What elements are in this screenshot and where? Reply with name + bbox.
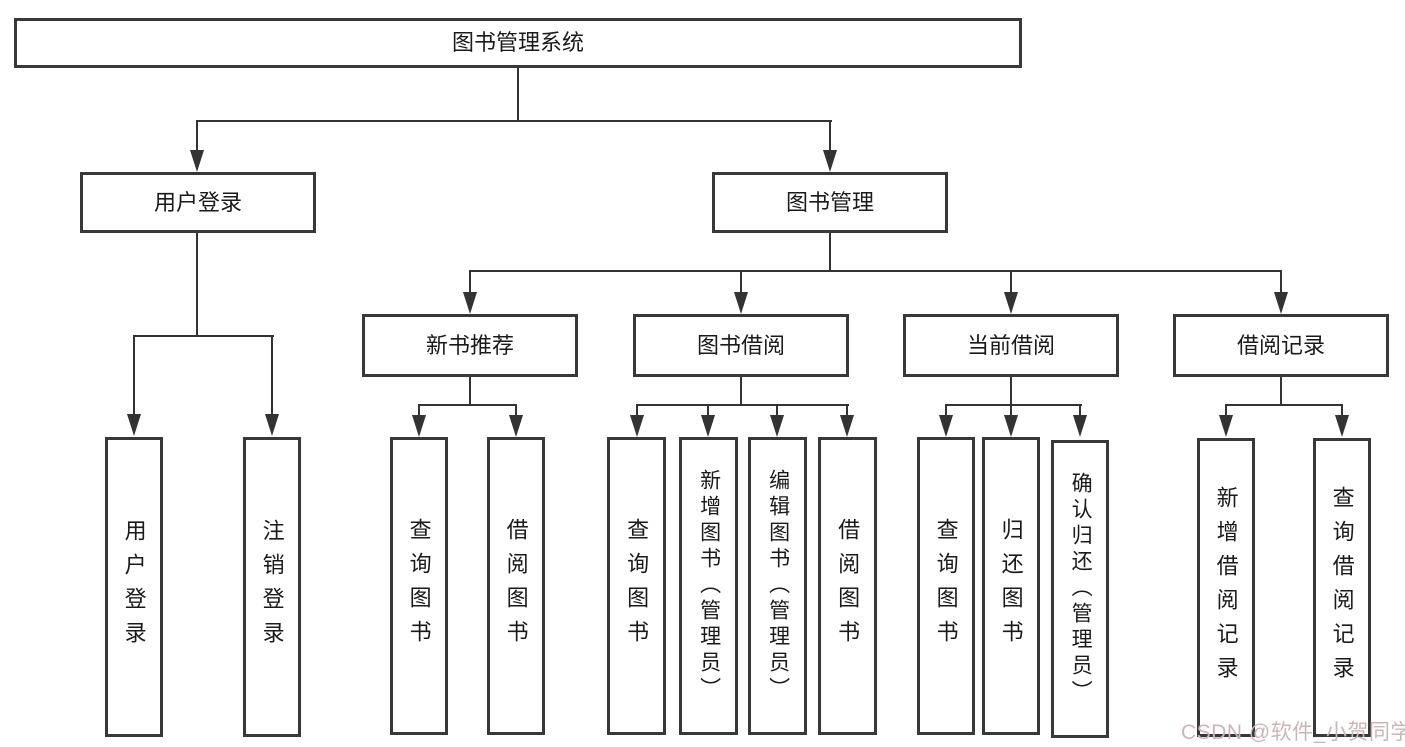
- arrow-down-icon: [734, 292, 748, 314]
- arrow-down-icon: [265, 414, 279, 436]
- leaf-add-borrow-record: 新增借阅记录: [1197, 438, 1255, 737]
- connector-stem: [846, 406, 848, 416]
- leaf-query-borrow-record-label: 查询借阅记录: [1329, 485, 1355, 690]
- node-borrow-records-label: 借阅记录: [1236, 332, 1325, 358]
- leaf-add-books-admin: 新增图书（管理员）: [679, 437, 738, 735]
- connector-user-login-hline: [133, 335, 274, 337]
- connector-group2-hline: [636, 404, 849, 406]
- leaf-borrow-books-2: 借阅图书: [818, 437, 877, 735]
- connector-group3-hline: [945, 404, 1082, 406]
- leaf-add-books-admin-label: 新增图书（管理员）: [697, 469, 721, 703]
- leaf-edit-books-admin-label: 编辑图书（管理员）: [766, 469, 790, 703]
- connector-book-mgmt-stub: [829, 233, 831, 270]
- arrow-down-icon: [630, 415, 644, 437]
- leaf-edit-books-admin: 编辑图书（管理员）: [748, 437, 807, 735]
- arrow-down-icon: [127, 414, 141, 436]
- arrow-down-icon: [840, 415, 854, 437]
- leaf-borrow-books-1: 借阅图书: [487, 437, 545, 735]
- connector-stem: [1079, 406, 1081, 416]
- arrow-down-icon: [770, 415, 784, 437]
- leaf-query-books-3: 查询图书: [917, 437, 975, 735]
- leaf-return-books: 归还图书: [982, 437, 1040, 735]
- leaf-query-books-1-label: 查询图书: [406, 518, 432, 654]
- connector-group1-hline: [418, 404, 517, 406]
- leaf-user-login-label: 用户登录: [121, 519, 147, 655]
- leaf-query-books-2-label: 查询图书: [624, 518, 650, 654]
- leaf-borrow-books-1-label: 借阅图书: [503, 518, 529, 654]
- node-new-book-recommend-label: 新书推荐: [425, 332, 514, 358]
- arrow-down-icon: [1004, 292, 1018, 314]
- connector-stem: [945, 406, 947, 416]
- connector-group2-stub: [740, 377, 742, 405]
- node-current-borrow: 当前借阅: [903, 314, 1119, 377]
- leaf-query-books-3-label: 查询图书: [933, 518, 959, 654]
- connector-stem: [776, 406, 778, 416]
- connector-group4-hline: [1225, 404, 1343, 406]
- connector-stem: [418, 406, 420, 416]
- arrow-down-icon: [1274, 292, 1288, 314]
- leaf-logout: 注销登录: [243, 437, 301, 737]
- arrow-down-icon: [823, 150, 837, 172]
- leaf-return-books-label: 归还图书: [998, 518, 1024, 654]
- node-book-borrow-label: 图书借阅: [696, 332, 785, 358]
- arrow-down-icon: [412, 415, 426, 437]
- connector-stem: [133, 337, 135, 414]
- node-user-login-label: 用户登录: [153, 189, 242, 215]
- connector-stem: [740, 272, 742, 292]
- connector-stem: [1010, 406, 1012, 416]
- connector-group1-stub: [469, 377, 471, 405]
- connector-stem: [829, 122, 831, 152]
- leaf-borrow-books-2-label: 借阅图书: [835, 518, 861, 654]
- arrow-down-icon: [1004, 415, 1018, 437]
- arrow-down-icon: [1073, 415, 1087, 437]
- node-root: 图书管理系统: [14, 18, 1022, 68]
- leaf-add-borrow-record-label: 新增借阅记录: [1213, 485, 1239, 690]
- arrow-down-icon: [509, 415, 523, 437]
- arrow-down-icon: [1219, 415, 1233, 437]
- connector-stem: [196, 122, 198, 152]
- csdn-watermark: CSDN @软件_小贺同学: [1181, 721, 1405, 744]
- node-current-borrow-label: 当前借阅: [966, 332, 1055, 358]
- leaf-query-books-1: 查询图书: [390, 437, 448, 735]
- connector-stem: [271, 337, 273, 414]
- leaf-query-borrow-record: 查询借阅记录: [1313, 438, 1371, 737]
- connector-stem: [1341, 406, 1343, 416]
- leaf-confirm-return-admin-label: 确认归还（管理员）: [1069, 472, 1093, 706]
- connector-stem: [1280, 272, 1282, 292]
- leaf-logout-label: 注销登录: [259, 519, 285, 655]
- arrow-down-icon: [701, 415, 715, 437]
- connector-group4-stub: [1280, 377, 1282, 405]
- node-book-management: 图书管理: [712, 172, 948, 233]
- leaf-confirm-return-admin: 确认归还（管理员）: [1051, 440, 1109, 738]
- connector-level3-hline: [469, 270, 1282, 272]
- connector-stem: [469, 272, 471, 292]
- node-new-book-recommend: 新书推荐: [362, 314, 578, 377]
- arrow-down-icon: [190, 150, 204, 172]
- node-book-borrow: 图书借阅: [633, 314, 849, 377]
- connector-group3-stub: [1010, 377, 1012, 405]
- connector-stem: [515, 406, 517, 416]
- node-root-label: 图书管理系统: [451, 30, 584, 56]
- connector-level2-hline: [196, 120, 832, 122]
- connector-stem: [1010, 272, 1012, 292]
- arrow-down-icon: [939, 415, 953, 437]
- leaf-user-login: 用户登录: [105, 437, 163, 737]
- node-borrow-records: 借阅记录: [1173, 314, 1389, 377]
- leaf-query-books-2: 查询图书: [607, 437, 666, 735]
- connector-user-login-stub: [196, 233, 198, 335]
- connector-stem: [636, 406, 638, 416]
- connector-stem: [707, 406, 709, 416]
- connector-root-stub: [517, 68, 519, 120]
- arrow-down-icon: [1335, 415, 1349, 437]
- arrow-down-icon: [463, 292, 477, 314]
- node-book-management-label: 图书管理: [785, 189, 874, 215]
- connector-stem: [1225, 406, 1227, 416]
- node-user-login: 用户登录: [80, 172, 316, 233]
